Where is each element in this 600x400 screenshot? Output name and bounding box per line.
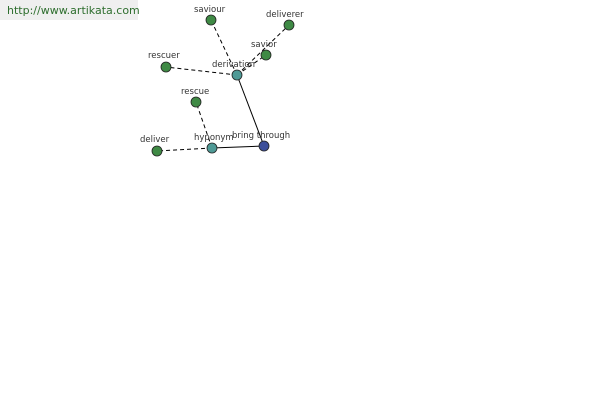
watermark-url[interactable]: http://www.artikata.com xyxy=(7,4,140,17)
label-hyponym[interactable]: hyponym xyxy=(194,133,234,143)
node-deliverer[interactable] xyxy=(283,19,295,31)
edge-hyponym-rescue xyxy=(195,101,213,149)
label-saviour[interactable]: saviour xyxy=(194,5,226,15)
edges-layer xyxy=(156,19,290,152)
node-center[interactable] xyxy=(258,140,270,152)
node-deliver[interactable] xyxy=(151,145,163,157)
edge-center-derivation xyxy=(236,74,265,147)
edge-center-hyponym xyxy=(211,145,265,149)
edge-derivation-rescuer xyxy=(165,66,238,76)
label-deliverer[interactable]: deliverer xyxy=(266,10,304,20)
node-hyponym[interactable] xyxy=(206,142,218,154)
label-rescuer[interactable]: rescuer xyxy=(148,51,180,61)
label-derivation[interactable]: derivation xyxy=(212,60,255,70)
node-saviour[interactable] xyxy=(205,14,217,26)
edge-hyponym-deliver xyxy=(156,147,213,152)
label-savior[interactable]: savior xyxy=(251,40,277,50)
label-deliver[interactable]: deliver xyxy=(140,135,170,145)
labels-layer: bring through hyponym derivation deliver… xyxy=(140,5,304,145)
watermark-banner: http://www.artikata.com xyxy=(0,0,140,20)
edge-derivation-saviour xyxy=(210,19,238,76)
node-derivation[interactable] xyxy=(231,69,243,81)
edge-derivation-deliverer xyxy=(236,24,290,76)
node-rescuer[interactable] xyxy=(160,61,172,73)
edge-derivation-savior xyxy=(236,54,267,76)
node-rescue[interactable] xyxy=(190,96,202,108)
label-rescue[interactable]: rescue xyxy=(181,87,209,97)
nodes-layer xyxy=(151,14,295,157)
label-center[interactable]: bring through xyxy=(232,131,290,141)
node-savior[interactable] xyxy=(260,49,272,61)
